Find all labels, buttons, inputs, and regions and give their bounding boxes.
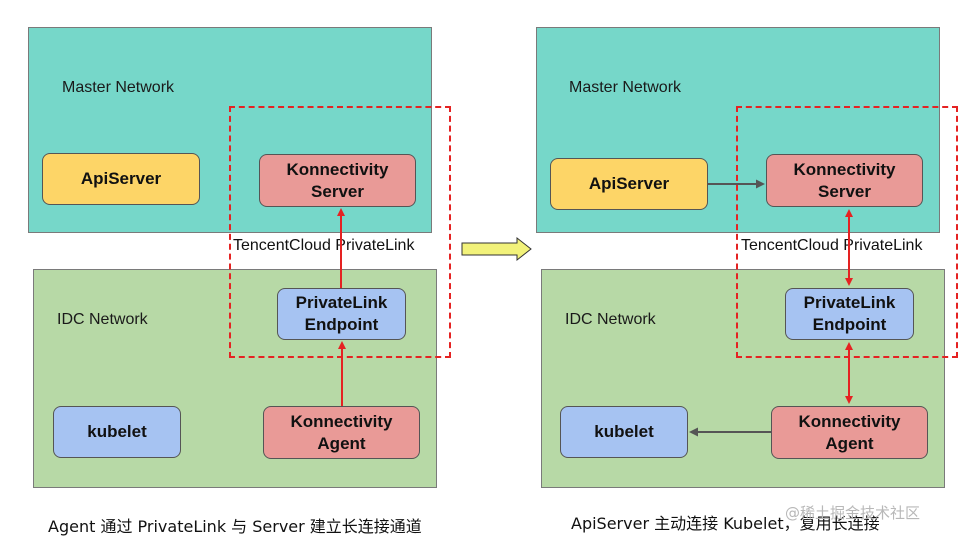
right-privatelink-endpoint-label-1: PrivateLink [803, 293, 896, 312]
left-tencentcloud-privatelink-label: TencentCloud PrivateLink [232, 237, 416, 255]
right-tencentcloud-privatelink-label: TencentCloud PrivateLink [740, 237, 924, 255]
left-apiserver-label: ApiServer [80, 169, 162, 188]
watermark: @稀土掘金技术社区 [785, 504, 921, 522]
left-privatelink-endpoint-label-1: PrivateLink [295, 293, 388, 312]
right-kubelet-label: kubelet [594, 422, 654, 441]
right-apiserver-label: ApiServer [588, 174, 670, 193]
right-konnectivity-server-label-1: Konnectivity [793, 159, 896, 179]
left-master-network-label: Master Network [62, 79, 175, 96]
left-kubelet-node: kubelet [53, 406, 181, 458]
left-konnectivity-agent-label-1: Konnectivity [290, 411, 393, 431]
right-konnectivity-agent-label-2: Agent [825, 433, 874, 453]
left-apiserver-node: ApiServer [42, 153, 200, 205]
left-privatelink-tunnel-boundary [229, 106, 451, 358]
left-konnectivity-server-label-1: Konnectivity [286, 159, 389, 179]
right-idc-network-label: IDC Network [565, 311, 656, 328]
right-konnectivity-server-label-2: Server [818, 181, 871, 201]
right-apiserver-node: ApiServer [550, 158, 708, 210]
left-privatelink-endpoint-label-2: Endpoint [304, 315, 379, 334]
left-kubelet-label: kubelet [87, 422, 147, 441]
left-idc-network-label: IDC Network [57, 311, 148, 328]
left-caption: Agent 通过 PrivateLink 与 Server 建立长连接通道 [48, 517, 422, 536]
right-konnectivity-agent-label-1: Konnectivity [798, 411, 901, 431]
right-privatelink-endpoint-label-2: Endpoint [812, 315, 887, 334]
left-konnectivity-agent-label-2: Agent [317, 433, 366, 453]
right-master-network-label: Master Network [569, 79, 682, 96]
right-kubelet-node: kubelet [560, 406, 688, 458]
right-caption: ApiServer 主动连接 Kubelet，复用长连接 [571, 514, 880, 533]
transition-arrow-icon [461, 236, 532, 262]
left-konnectivity-server-label-2: Server [311, 181, 364, 201]
